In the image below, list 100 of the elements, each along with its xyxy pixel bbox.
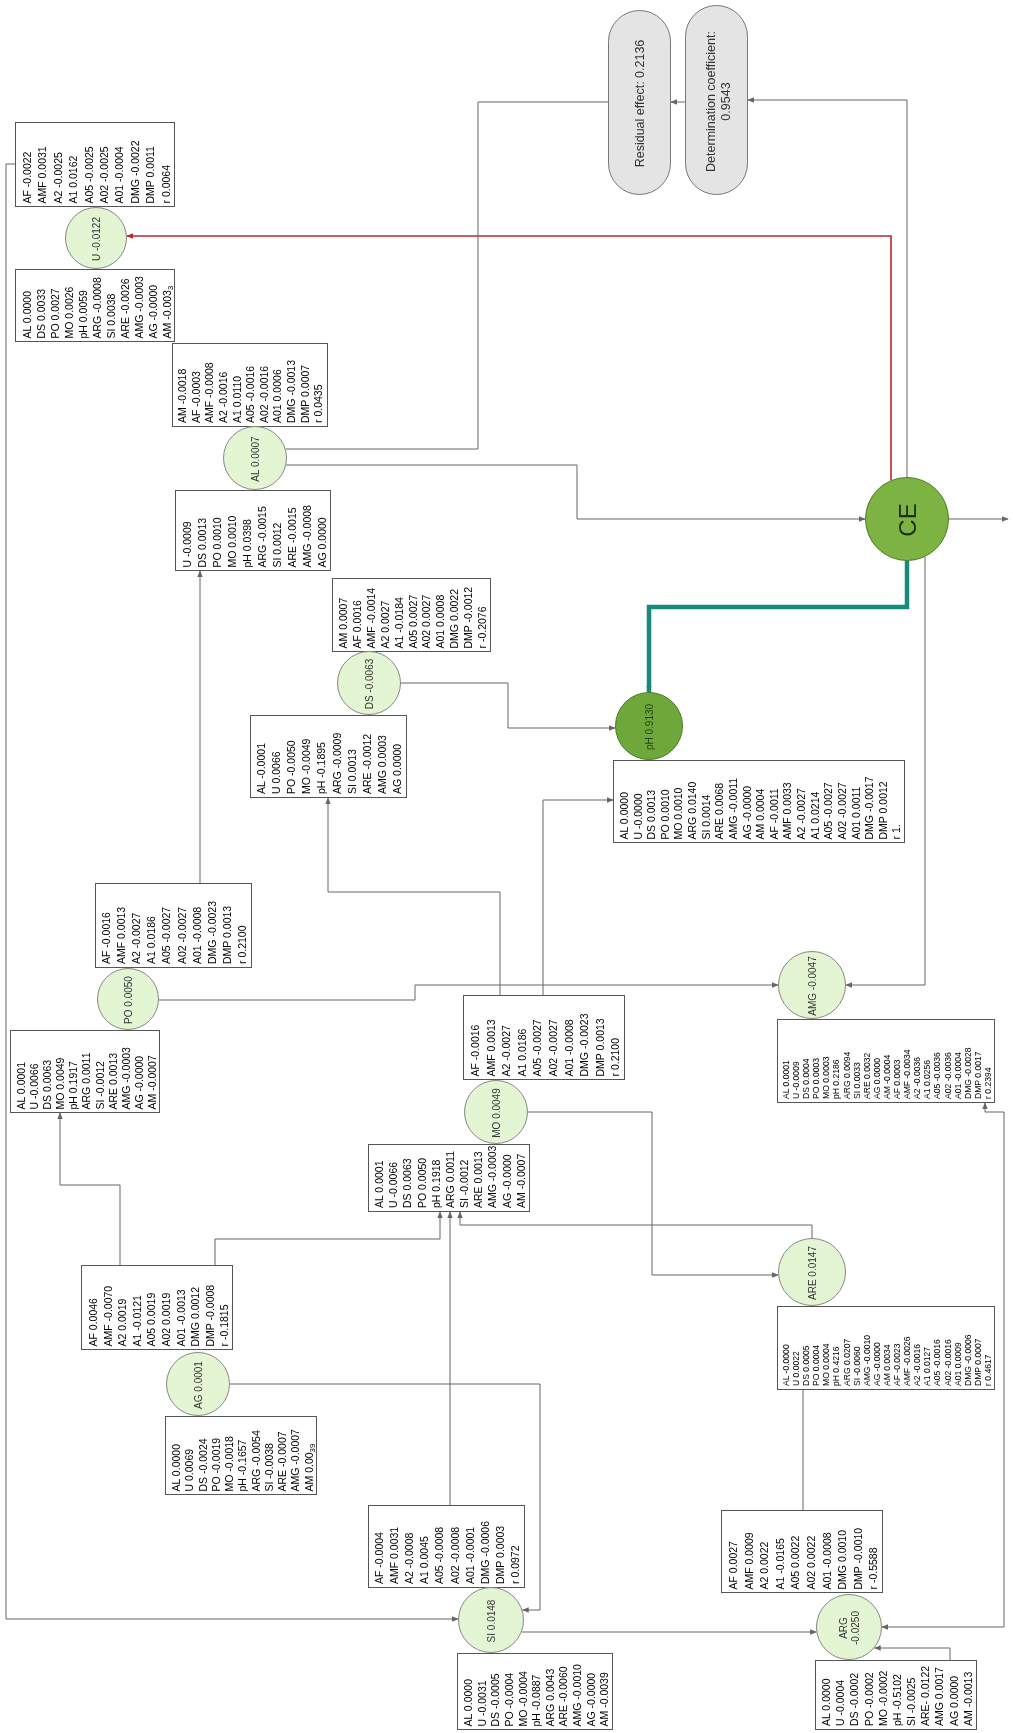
table-row-text: pH 0.1917 [66, 1059, 80, 1109]
table-row-text: A1 0.0214 [807, 790, 821, 839]
table-row-text: AMF -0.0034 [902, 1048, 913, 1099]
table-row-text: PO 0.0004 [811, 1344, 822, 1386]
node-label: AMG -0.0047 [807, 955, 819, 1018]
table-row-text: A01 -0.0008 [560, 1017, 575, 1076]
table-row-text: AMF 0.0033 [780, 780, 794, 839]
table-row-text: A05 -0.0016 [244, 364, 258, 423]
table-row-text: AG -0.0000 [583, 1671, 597, 1726]
table-row-text: A05 -0.0027 [821, 780, 835, 839]
coefficient-table [368, 1144, 530, 1212]
table-row-text: A02 0.0022 [803, 1534, 817, 1589]
table-row-text: A1 0.0045 [417, 1535, 432, 1584]
table-row-text: AMG -0.0008 [299, 503, 313, 567]
table-row-text: AF 0.0046 [85, 1296, 100, 1346]
table-row-text: AM -0.0007 [513, 1152, 528, 1208]
table-row-text: DS 0.0005 [801, 1344, 812, 1386]
table-row-text: AF -0.0004 [372, 1531, 387, 1584]
table-row-text: A02 0.0027 [419, 593, 433, 648]
table-row-text: SI 0.0014 [698, 793, 712, 839]
table-row-text: A1 -0.0165 [771, 1536, 786, 1589]
table-row-text: MO 0.0004 [821, 1342, 832, 1386]
table-row-text: AM 0.0007 [336, 596, 349, 648]
arrow [948, 516, 1009, 522]
table-row-text: A01 0.0008 [433, 593, 447, 648]
arrow [457, 1211, 813, 1239]
table-row-text: AMF 0.0031 [34, 144, 49, 203]
arrow [197, 570, 203, 884]
table-row-text: A01 -0.0001 [462, 1525, 477, 1584]
node-label: Residual effect: 0.2136 [633, 38, 648, 170]
coefficient-table [613, 760, 905, 843]
table-row-text: A02 -0.0016 [942, 1338, 953, 1386]
connector-line [285, 101, 609, 450]
table-row-text: A2 -0.0027 [129, 911, 144, 964]
table-row-text: AL 0.0001 [371, 1159, 386, 1208]
table-row-text: DMP 0.0013 [591, 1016, 606, 1076]
connector-line [802, 1389, 804, 1511]
table-row-text: A01 -0.0008 [189, 905, 204, 964]
table-row-text: MO 0.0010 [224, 514, 238, 567]
table-row-text: AMG -0.0007 [288, 1427, 302, 1491]
arrow [747, 97, 908, 478]
table-row-text: A05 -0.0008 [432, 1525, 447, 1584]
table-row: AMG -0.0003 [131, 275, 145, 338]
table-row-text: PO -0.0004 [501, 1671, 515, 1726]
arrow [57, 1112, 121, 1266]
coefficient-table [815, 1660, 977, 1730]
coefficient-table [15, 122, 175, 207]
arrow [527, 1111, 779, 1278]
table-row-text: ARG 0.0094 [841, 1050, 852, 1099]
table-row: ARG -0.0008 [89, 275, 103, 338]
arrow [400, 682, 616, 731]
table-row-text: A01 -0.0008 [818, 1530, 833, 1589]
table-row-text: AF 0.0016 [349, 598, 363, 648]
table-row-text: DMG 0.0022 [447, 587, 461, 648]
table-row-text: pH -0.5102 [889, 1673, 904, 1726]
table-row-text: PO 0.0010 [657, 787, 671, 839]
arrow [5, 163, 459, 1622]
node-label: Determination coefficient: 0.9543 [702, 29, 733, 174]
table-row-text: AL 0.0001 [14, 1060, 27, 1109]
coefficient-table [172, 343, 328, 427]
table-row-text: AG -0.0000 [739, 784, 753, 839]
coefficient-table [81, 1265, 233, 1350]
table-row-text: DMP 0.0012 [875, 779, 889, 839]
table-row-text: ARE 0.0013 [105, 1051, 119, 1109]
table-row-text: A1 0.0127 [922, 1345, 933, 1386]
node-label: SI 0.0148 [486, 1598, 498, 1645]
table-row-text: MO -0.0018 [222, 1434, 236, 1491]
table-row-text: A01 0.0006 [271, 368, 285, 423]
table-row-text: MO 0.0003 [821, 1055, 832, 1099]
table-row-text: AM 0.0004 [753, 787, 767, 839]
table-row-text: DS 0.0063 [40, 1058, 54, 1109]
arrow [126, 233, 892, 481]
arrow [542, 797, 614, 996]
table-row-text: SI 0.0038 [103, 292, 117, 338]
table-row-text: DMP 0.0017 [972, 1050, 983, 1099]
table-row-text: A1 0.0162 [65, 154, 80, 203]
table-row-text: DS 0.0013 [644, 788, 658, 839]
table-row-text: AG -0.0000 [499, 1153, 514, 1208]
table-row-text: A01 -0.0004 [111, 144, 126, 203]
table-row-text: PO -0.0050 [284, 739, 299, 794]
table-row-text: AMF -0.0070 [99, 1284, 114, 1346]
table-row-text: SI -0.0012 [457, 1158, 472, 1208]
node-label: AL 0.0007 [250, 435, 262, 484]
table-row-text: SI -0.0038 [261, 1441, 275, 1491]
table-row-text: ARE -0.0007 [275, 1429, 289, 1491]
table-row-text: DMG 0.0010 [834, 1528, 849, 1589]
table-row-text: DMG -0.0017 [862, 774, 876, 839]
coefficient-table [15, 269, 175, 342]
table-row-text: r 0.4617 [982, 1353, 993, 1386]
table-row-text: DMG -0.0023 [204, 899, 219, 964]
table-row-text: AG -0.0000 [145, 283, 159, 338]
table-row-text: pH 0.0398 [239, 517, 254, 567]
table-row-text: A02 -0.0025 [96, 144, 110, 203]
table-row-text: ARE -0.0012 [359, 732, 374, 794]
table-row-text: PO 0.0010 [209, 515, 223, 567]
table-row-text: AMF 0.0009 [740, 1530, 755, 1589]
table-row-text: A2 -0.0027 [498, 1023, 513, 1076]
node-label: ARG -0.0250 [838, 1610, 862, 1647]
coefficient-table [332, 578, 491, 652]
table-row-text: A02 -0.0027 [545, 1017, 559, 1076]
